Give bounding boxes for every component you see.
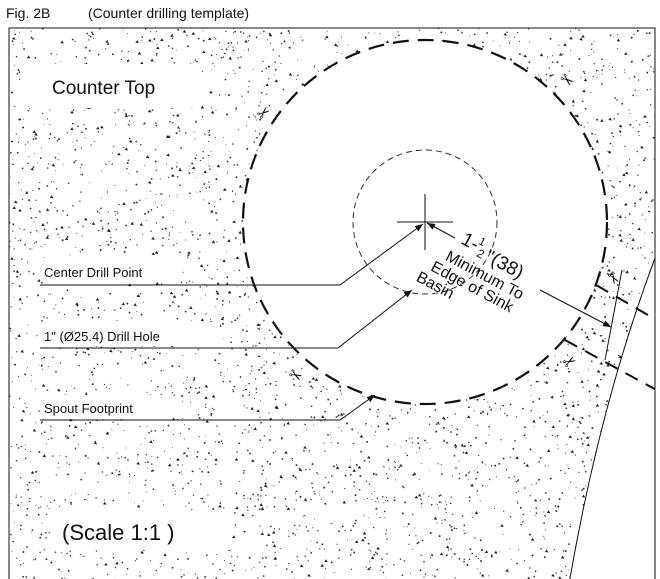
scissors-icon: ✂ <box>602 269 623 289</box>
spout-footprint-outline <box>241 38 609 406</box>
cut-line <box>595 284 655 321</box>
counter-top-label: Counter Top <box>52 78 155 99</box>
drill-hole-leader <box>40 289 413 349</box>
dimension-arrow <box>539 289 612 328</box>
template-frame <box>8 27 656 579</box>
drill-hole-outline <box>352 149 498 295</box>
sink-edge-line <box>604 269 623 361</box>
cut-line <box>564 339 655 391</box>
scissors-icon: ✂ <box>254 103 275 125</box>
dimension-arrow <box>426 222 456 239</box>
figure-number: Fig. 2B <box>6 5 50 21</box>
scissors-icon: ✂ <box>560 352 580 373</box>
drill-hole-label: 1" (Ø25.4) Drill Hole <box>44 329 160 344</box>
center-drill-point-leader <box>40 223 424 286</box>
figure-caption: (Counter drilling template) <box>88 5 249 21</box>
scale-label: (Scale 1:1 ) <box>62 520 175 545</box>
svg-text:1: 1 <box>476 236 487 249</box>
center-drill-point-label: Center Drill Point <box>44 265 143 280</box>
scissors-icon: ✂ <box>556 70 577 92</box>
spout-footprint-leader <box>40 394 376 421</box>
spout-footprint-label: Spout Footprint <box>44 401 133 416</box>
sink-basin-area <box>569 256 655 579</box>
